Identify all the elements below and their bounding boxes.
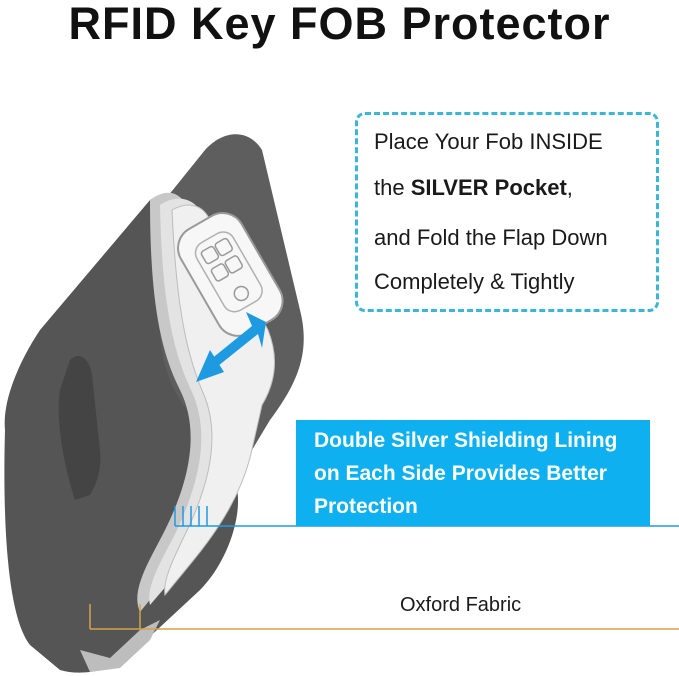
callout-line-3: and Fold the Flap Down: [374, 225, 608, 250]
bottom-layer-edge: [80, 620, 160, 672]
fabric-pocket-shadow: [58, 355, 101, 500]
insert-arrow-head: [196, 350, 224, 382]
callout-line-2: the SILVER Pocket,: [374, 175, 573, 201]
callout-silver-pocket-emphasis: SILVER Pocket: [410, 175, 567, 200]
oxford-fabric-indicator-lines: [89, 604, 679, 630]
shielding-indicator-lines: [174, 506, 679, 527]
callout-line-4: Completely & Tightly: [374, 269, 575, 294]
page-title: RFID Key FOB Protector: [68, 0, 611, 49]
shielding-lining-banner: Double Silver Shielding Lining on Each S…: [296, 420, 650, 526]
banner-line-3: Protection: [314, 495, 418, 518]
insert-arrow-icon: [210, 312, 266, 366]
callout-line-2-suffix: ,: [566, 175, 573, 200]
banner-line-1: Double Silver Shielding Lining: [314, 429, 618, 452]
callout-line-2-prefix: the: [374, 175, 411, 200]
banner-line-2: on Each Side Provides Better: [314, 462, 607, 485]
instruction-callout: Place Your Fob INSIDE the SILVER Pocket,…: [355, 112, 659, 312]
oxford-fabric-label: Oxford Fabric: [400, 594, 522, 616]
callout-line-1: Place Your Fob INSIDE: [374, 129, 603, 154]
